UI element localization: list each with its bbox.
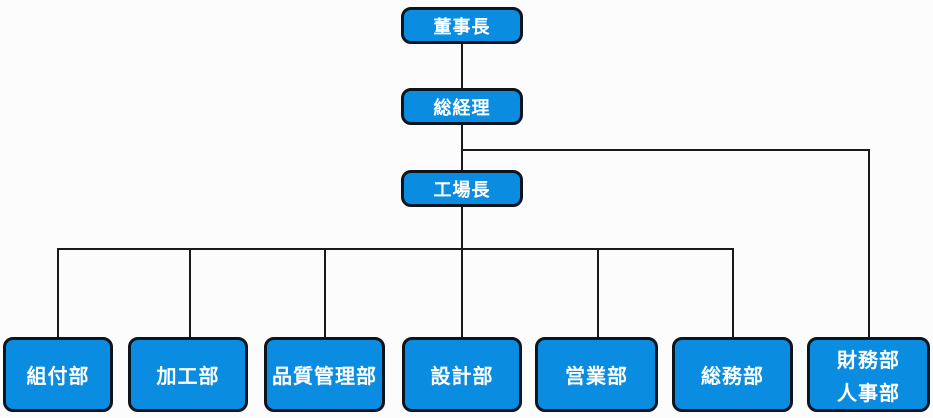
node-general-manager-label: 総経理 <box>433 97 491 119</box>
node-dept-quality-management: 品質管理部 <box>264 337 385 412</box>
node-dept-machining: 加工部 <box>128 337 248 412</box>
node-factory-manager: 工場長 <box>401 170 523 207</box>
node-dept-general-affairs: 総務部 <box>672 337 793 412</box>
connector-chairman-gm <box>461 43 463 89</box>
node-dept-design: 設計部 <box>402 337 522 412</box>
connector-department-bus <box>57 248 734 250</box>
dept-label: 営業部 <box>565 364 628 388</box>
connector-drop-general-affairs <box>732 248 734 338</box>
node-general-manager: 総経理 <box>401 88 523 125</box>
node-dept-finance-hr: 財務部 人事部 <box>807 337 930 412</box>
node-factory-manager-label: 工場長 <box>433 179 491 201</box>
connector-drop-sales <box>597 248 599 338</box>
connector-drop-quality <box>324 248 326 338</box>
dept-label: 組付部 <box>26 364 90 388</box>
node-dept-sales: 営業部 <box>535 337 658 412</box>
connector-gm-finance-branch <box>461 149 870 151</box>
node-chairman-label: 董事長 <box>433 16 491 38</box>
connector-drop-design <box>461 248 463 338</box>
dept-label: 総務部 <box>701 364 764 388</box>
connector-drop-finance <box>868 149 870 338</box>
connector-drop-machining <box>189 248 191 338</box>
dept-label: 設計部 <box>430 364 494 388</box>
dept-label: 加工部 <box>156 364 220 388</box>
connector-factory-bus <box>461 203 463 249</box>
connector-gm-factory <box>461 124 463 171</box>
dept-label-hr: 人事部 <box>837 380 900 405</box>
connector-drop-assembly <box>57 248 59 338</box>
dept-label: 品質管理部 <box>272 364 377 388</box>
node-chairman: 董事長 <box>401 7 523 44</box>
node-dept-assembly: 組付部 <box>3 337 113 412</box>
dept-label-finance: 財務部 <box>837 347 900 372</box>
